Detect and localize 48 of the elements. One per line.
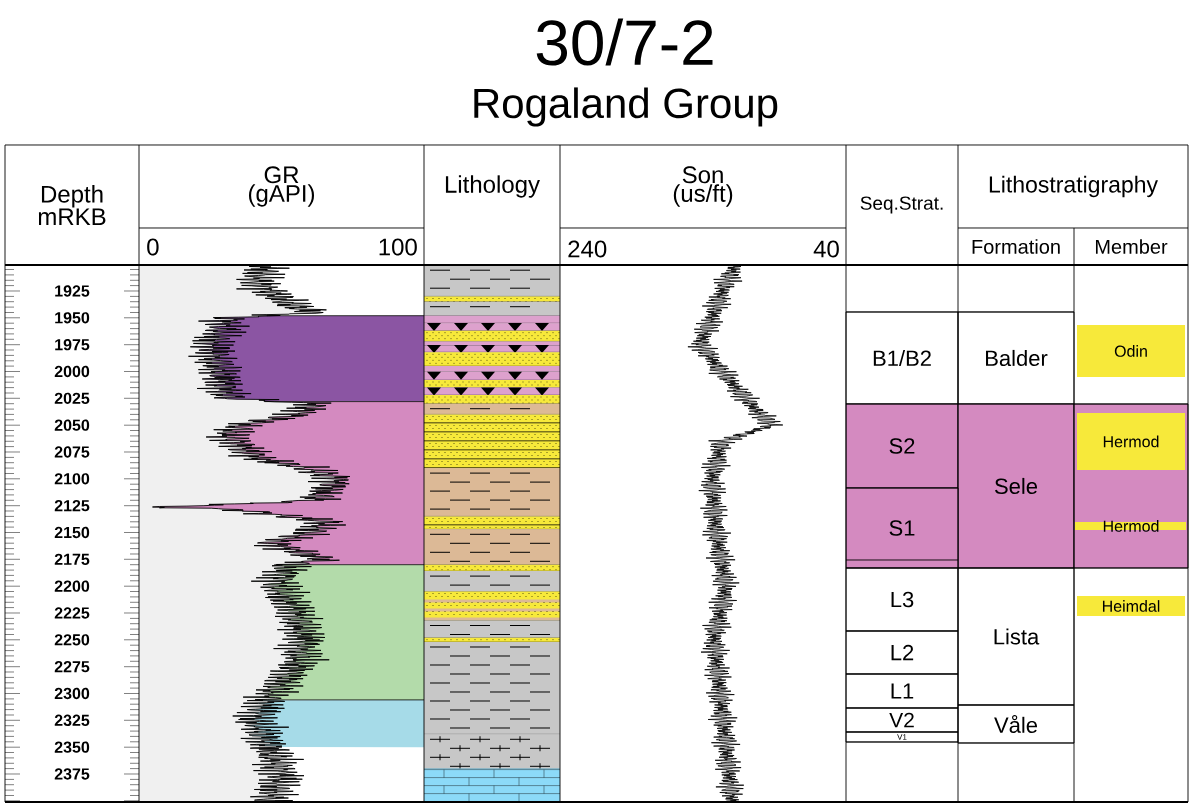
depth-label: 2125 bbox=[54, 500, 90, 512]
header-cell: Lithology bbox=[445, 175, 540, 198]
depth-label: 2275 bbox=[54, 661, 90, 673]
scale-label: 0 bbox=[147, 238, 159, 256]
node-label: B1/B2 bbox=[873, 349, 931, 367]
depth-label: 2000 bbox=[54, 365, 90, 378]
node-label: Lista bbox=[994, 628, 1040, 645]
depth-label: 2325 bbox=[54, 714, 90, 726]
header-cell: Son (us/ft) bbox=[673, 166, 733, 207]
depth-label: 2200 bbox=[54, 580, 90, 592]
depth-label: 1925 bbox=[55, 285, 90, 297]
member-box: Hermod bbox=[1075, 520, 1186, 532]
header-cell: Depth mRKB bbox=[38, 185, 106, 225]
node-label: L3 bbox=[891, 591, 914, 608]
depth-label: 2350 bbox=[54, 741, 90, 753]
depth-label: 2050 bbox=[54, 419, 90, 431]
member-box: Hermod bbox=[1077, 413, 1185, 470]
depth-label: 2225 bbox=[54, 607, 90, 619]
member-box: Odin bbox=[1077, 325, 1185, 377]
depth-label: 2150 bbox=[54, 526, 90, 539]
subtitle: Rogaland Group bbox=[474, 87, 778, 127]
depth-label: 2300 bbox=[54, 687, 90, 700]
member-box: Heimdal bbox=[1077, 596, 1185, 616]
scale-label: 40 bbox=[813, 240, 839, 258]
depth-label: 2025 bbox=[54, 392, 90, 404]
depth-label: 1950 bbox=[55, 312, 90, 324]
depth-label: 1975 bbox=[55, 339, 90, 351]
node-label: L2 bbox=[891, 644, 914, 661]
table-cell: S1 bbox=[845, 487, 959, 569]
scale-label: 100 bbox=[379, 238, 417, 256]
title: 30/7-2 bbox=[536, 18, 713, 66]
header-cell: GR (gAPI) bbox=[249, 166, 315, 207]
depth-label: 2375 bbox=[54, 768, 90, 780]
header-cell: Member bbox=[1096, 239, 1168, 254]
header-cell: Lithostratigraphy bbox=[989, 175, 1158, 198]
node-label: V2 bbox=[889, 712, 914, 728]
node-label: L1 bbox=[891, 683, 914, 699]
header-cell: Formation bbox=[972, 239, 1060, 254]
scale-label: 240 bbox=[568, 240, 607, 258]
depth-label: 2175 bbox=[54, 553, 90, 565]
depth-label: 2250 bbox=[54, 634, 90, 646]
node-label: Våle bbox=[994, 715, 1038, 733]
node-label: V1 bbox=[897, 734, 907, 740]
depth-label: 2075 bbox=[54, 446, 90, 458]
node-label: Balder bbox=[986, 349, 1048, 367]
depth-label: 2100 bbox=[54, 473, 90, 485]
header-cell: Seq.Strat. bbox=[860, 196, 943, 214]
table-cell: S2 bbox=[845, 403, 959, 489]
